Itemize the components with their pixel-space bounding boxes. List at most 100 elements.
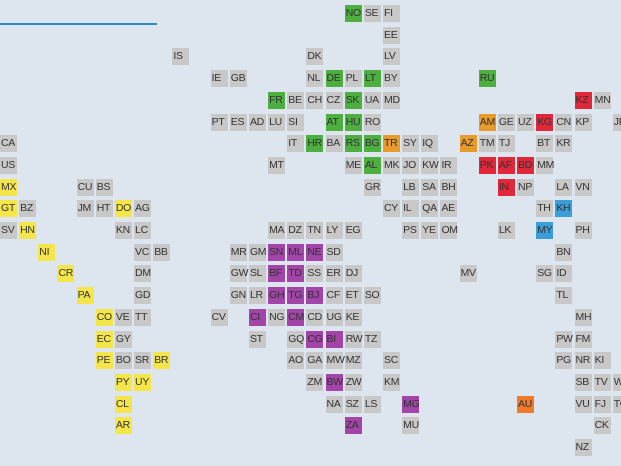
country-tile-fr: FR	[268, 91, 286, 109]
country-tile-ec: EC	[95, 330, 113, 348]
country-tile-is: IS	[172, 48, 190, 66]
country-tile-ke: KE	[344, 308, 362, 326]
country-tile-ae: AE	[440, 200, 458, 218]
country-tile-au: AU	[517, 395, 535, 413]
country-tile-py: PY	[114, 373, 132, 391]
country-tile-iq: IQ	[421, 135, 439, 153]
country-tile-no: NO	[344, 5, 362, 22]
country-tile-br: BR	[153, 352, 171, 370]
country-tile-sb: SB	[574, 373, 592, 391]
country-tile-ug: UG	[325, 308, 343, 326]
country-tile-dj: DJ	[344, 265, 362, 283]
country-tile-tv: TV	[593, 373, 611, 391]
country-tile-ng: NG	[268, 308, 286, 326]
country-tile-gn: GN	[229, 287, 247, 305]
country-tile-am: AM	[478, 113, 496, 131]
country-tile-cu: CU	[76, 178, 94, 196]
country-tile-co: CO	[95, 308, 113, 326]
country-tile-tj: TJ	[497, 135, 515, 153]
country-tile-bj: BJ	[306, 287, 324, 305]
country-tile-sz: SZ	[344, 395, 362, 413]
country-tile-bt: BT	[536, 135, 554, 153]
country-tile-gb: GB	[229, 70, 247, 88]
country-tile-kw: KW	[421, 156, 439, 174]
country-tile-kz: KZ	[574, 91, 592, 109]
country-tile-dz: DZ	[287, 222, 305, 239]
country-tile-ag: AG	[134, 200, 152, 218]
country-tile-nr: NR	[574, 352, 592, 370]
country-tile-sa: SA	[421, 178, 439, 196]
country-tile-es: ES	[229, 113, 247, 131]
country-tile-ps: PS	[402, 222, 420, 239]
country-tile-ee: EE	[383, 26, 400, 44]
country-tile-bh: BH	[440, 178, 458, 196]
country-tile-me: ME	[344, 156, 362, 174]
country-tile-ir: IR	[440, 156, 458, 174]
country-tile-cl: CL	[114, 395, 132, 413]
country-tile-kh: KH	[555, 200, 573, 218]
country-tile-gd: GD	[134, 287, 152, 305]
country-tile-ki: KI	[593, 352, 611, 370]
country-tile-jm: JM	[76, 200, 94, 218]
country-tile-mw: MW	[325, 352, 345, 370]
country-tile-ls: LS	[363, 395, 381, 413]
country-tile-sd: SD	[325, 243, 343, 261]
country-tile-tz: TZ	[363, 330, 381, 348]
country-tile-bf: BF	[268, 265, 286, 283]
country-tile-hn: HN	[19, 222, 37, 239]
country-tile-it: IT	[287, 135, 305, 153]
country-tile-ht: HT	[95, 200, 113, 218]
country-tile-nz: NZ	[574, 439, 592, 456]
country-tile-lu: LU	[268, 113, 286, 131]
country-tile-om: OM	[440, 222, 458, 239]
country-tile-th: TH	[536, 200, 554, 218]
country-tile-vn: VN	[574, 178, 592, 196]
country-tile-km: KM	[383, 373, 400, 391]
country-tile-fm: FM	[574, 330, 592, 348]
country-tile-ar: AR	[114, 417, 132, 435]
country-tile-st: ST	[248, 330, 266, 348]
country-tile-gq: GQ	[287, 330, 304, 348]
country-tile-tt: TT	[134, 308, 152, 326]
country-tile-bd: BD	[517, 156, 535, 174]
country-tile-zm: ZM	[306, 373, 324, 391]
country-tile-cd: CD	[306, 308, 324, 326]
country-tile-cy: CY	[383, 200, 400, 218]
country-tile-to: TO	[612, 395, 621, 413]
country-tile-cn: CN	[555, 113, 573, 131]
country-tile-jp: JP	[612, 113, 621, 131]
country-tile-fi: FI	[383, 5, 400, 22]
country-tile-cm: CM	[287, 308, 304, 326]
country-tile-cz: CZ	[325, 91, 343, 109]
country-tile-dk: DK	[306, 48, 324, 66]
country-tile-bi: BI	[325, 330, 343, 348]
country-tile-mn: MN	[593, 91, 611, 109]
country-tile-si: SI	[287, 113, 305, 131]
country-tile-sg: SG	[536, 265, 554, 283]
country-tile-gy: GY	[114, 330, 132, 348]
country-tile-bs: BS	[95, 178, 113, 196]
country-tile-mh: MH	[574, 308, 592, 326]
country-tile-cv: CV	[210, 308, 228, 326]
country-tile-mz: MZ	[344, 352, 362, 370]
country-tile-kg: KG	[536, 113, 554, 131]
country-tile-pk: PK	[478, 156, 496, 174]
country-tile-lr: LR	[248, 287, 266, 305]
country-tile-ba: BA	[325, 135, 343, 153]
country-tile-sr: SR	[134, 352, 152, 370]
country-tile-ml: ML	[287, 243, 305, 261]
country-tile-uz: UZ	[517, 113, 535, 131]
country-tile-ca: CA	[0, 135, 17, 153]
country-tile-na: NA	[325, 395, 343, 413]
country-tile-ru: RU	[478, 70, 496, 88]
country-tile-tn: TN	[306, 222, 324, 239]
country-tile-pg: PG	[555, 352, 573, 370]
country-tile-ni: NI	[38, 243, 56, 261]
country-tile-de: DE	[325, 70, 343, 88]
country-tile-kr: KR	[555, 135, 573, 153]
country-tile-kn: KN	[114, 222, 132, 239]
country-tile-us: US	[0, 156, 17, 174]
country-tile-lv: LV	[383, 48, 400, 66]
country-tile-be: BE	[287, 91, 305, 109]
country-tile-ws: WS	[612, 373, 621, 391]
